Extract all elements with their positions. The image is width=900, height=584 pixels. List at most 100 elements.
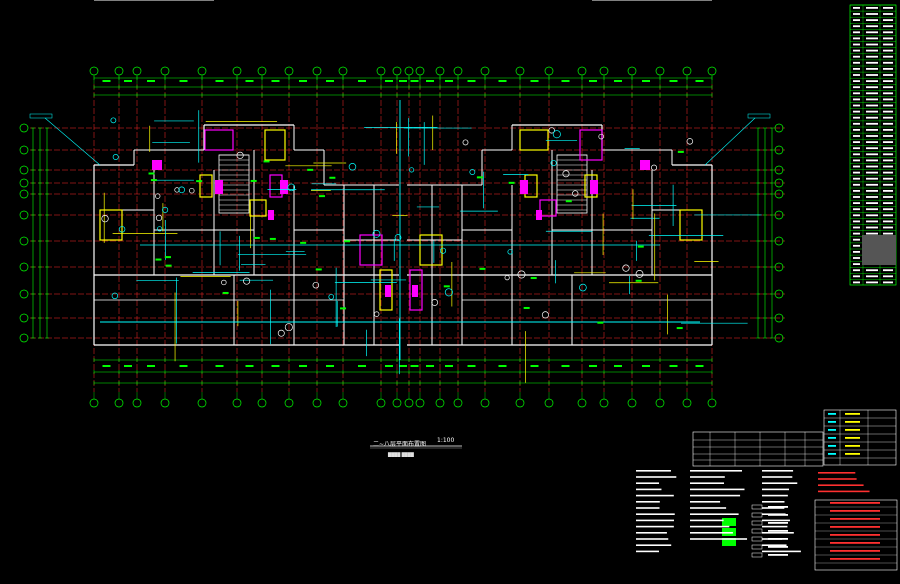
axis-bubble-icon	[160, 398, 170, 408]
room-label-mark	[148, 172, 155, 175]
axis-bubble-icon	[232, 398, 242, 408]
fixture-block	[539, 199, 557, 217]
dimension-text-mark	[530, 80, 539, 82]
room-label-mark	[269, 237, 276, 240]
fixture-block	[199, 174, 213, 198]
fixture-block	[409, 269, 423, 311]
index-cell-mark	[866, 61, 878, 64]
axis-bubble-icon	[19, 123, 29, 133]
pipe-riser-icon	[579, 283, 587, 292]
axis-bubble-icon	[19, 262, 29, 272]
pipe-riser-icon	[394, 234, 402, 241]
index-cell-mark	[866, 122, 878, 125]
axis-bubble-icon	[19, 210, 29, 220]
pipe-riser-icon	[373, 311, 380, 317]
index-cell-mark	[853, 19, 860, 21]
dimension-text-mark	[589, 365, 597, 367]
plan-title: 二~八层平面布置图	[373, 441, 427, 448]
notes-red-text	[830, 542, 880, 544]
note-text-line	[762, 507, 785, 509]
axis-bubble-icon	[132, 66, 142, 76]
legend-swatch	[722, 518, 736, 526]
index-cell-mark	[853, 196, 860, 198]
index-cell-mark	[853, 171, 860, 174]
note-text-line	[636, 544, 672, 546]
plan-subtitle: ████ ████	[388, 452, 414, 457]
dimension-text-mark	[179, 365, 188, 367]
note-text-line	[690, 519, 724, 522]
symbol-cell-mark	[845, 429, 860, 431]
index-cell-mark	[883, 183, 893, 186]
index-cell-mark	[883, 55, 893, 58]
dimension-text-mark	[358, 80, 366, 82]
dimension-text-mark	[385, 365, 393, 367]
dimension-text-mark	[426, 80, 434, 82]
dimension-text-mark	[426, 365, 434, 367]
pipe-riser-icon	[162, 206, 169, 213]
dimension-text-mark	[445, 80, 453, 82]
dimension-text-mark	[326, 365, 334, 367]
note-text-line	[636, 532, 667, 534]
index-cell-mark	[853, 183, 860, 186]
note-text-line	[636, 519, 674, 522]
dimension-text-mark	[399, 365, 407, 367]
index-cell-mark	[853, 49, 860, 52]
index-cell-mark	[853, 80, 860, 82]
axis-bubble-icon	[132, 398, 142, 408]
room-label-mark	[165, 264, 172, 267]
index-cell-mark	[883, 122, 893, 125]
axis-bubble-icon	[774, 313, 784, 323]
index-cell-mark	[883, 147, 893, 150]
notes-red-text	[830, 502, 880, 504]
dimension-text-mark	[299, 365, 307, 367]
axis-bubble-icon	[376, 398, 386, 408]
note-text-line	[636, 538, 669, 540]
index-cell-mark	[883, 116, 893, 119]
index-cell-mark	[853, 190, 860, 192]
pipe-riser-icon	[284, 323, 293, 332]
room-label-mark	[250, 179, 257, 182]
axis-grid	[30, 84, 785, 392]
dimension-text-mark	[399, 80, 407, 82]
index-cell-mark	[853, 61, 860, 64]
legend-symbol	[751, 544, 763, 550]
axis-bubble-icon	[415, 66, 425, 76]
dimension-lines	[31, 76, 774, 385]
dimension-text-mark	[271, 365, 280, 367]
index-cell-mark	[883, 31, 893, 34]
index-cell-mark	[866, 208, 878, 211]
index-cell-mark	[853, 263, 860, 265]
axis-bubble-icon	[19, 178, 29, 188]
axis-bubble-icon	[544, 398, 554, 408]
symbol-cell-mark	[845, 413, 860, 415]
pipe-riser-icon	[439, 247, 447, 254]
index-cell-mark	[866, 43, 878, 46]
index-cell-mark	[883, 159, 893, 162]
leader-label-box	[747, 113, 771, 119]
axis-bubble-icon	[435, 398, 445, 408]
dimension-text-mark	[498, 365, 507, 367]
pipe-riser-icon	[651, 164, 658, 171]
room-label-mark	[344, 240, 351, 243]
index-cell-mark	[853, 165, 860, 168]
pipe-riser-icon	[328, 294, 335, 300]
axis-bubble-icon	[655, 66, 665, 76]
axis-bubble-icon	[19, 145, 29, 155]
note-text-line	[762, 476, 793, 478]
index-cell-mark	[853, 68, 860, 70]
note-text-line	[818, 478, 857, 480]
index-cell-mark	[866, 159, 878, 162]
index-cell-mark	[883, 232, 893, 235]
room-label-mark	[508, 181, 515, 184]
index-cell-mark	[866, 232, 878, 235]
room-label-mark	[635, 279, 642, 282]
axis-bubble-icon	[19, 236, 29, 246]
pipe-riser-icon	[243, 277, 251, 285]
pipe-riser-icon	[174, 187, 180, 193]
index-cell-mark	[883, 226, 893, 229]
axis-bubble-icon	[19, 165, 29, 175]
index-cell-mark	[866, 37, 878, 40]
room-label-mark	[307, 168, 314, 171]
index-cell-mark	[853, 116, 860, 119]
room-label-mark	[263, 160, 270, 163]
